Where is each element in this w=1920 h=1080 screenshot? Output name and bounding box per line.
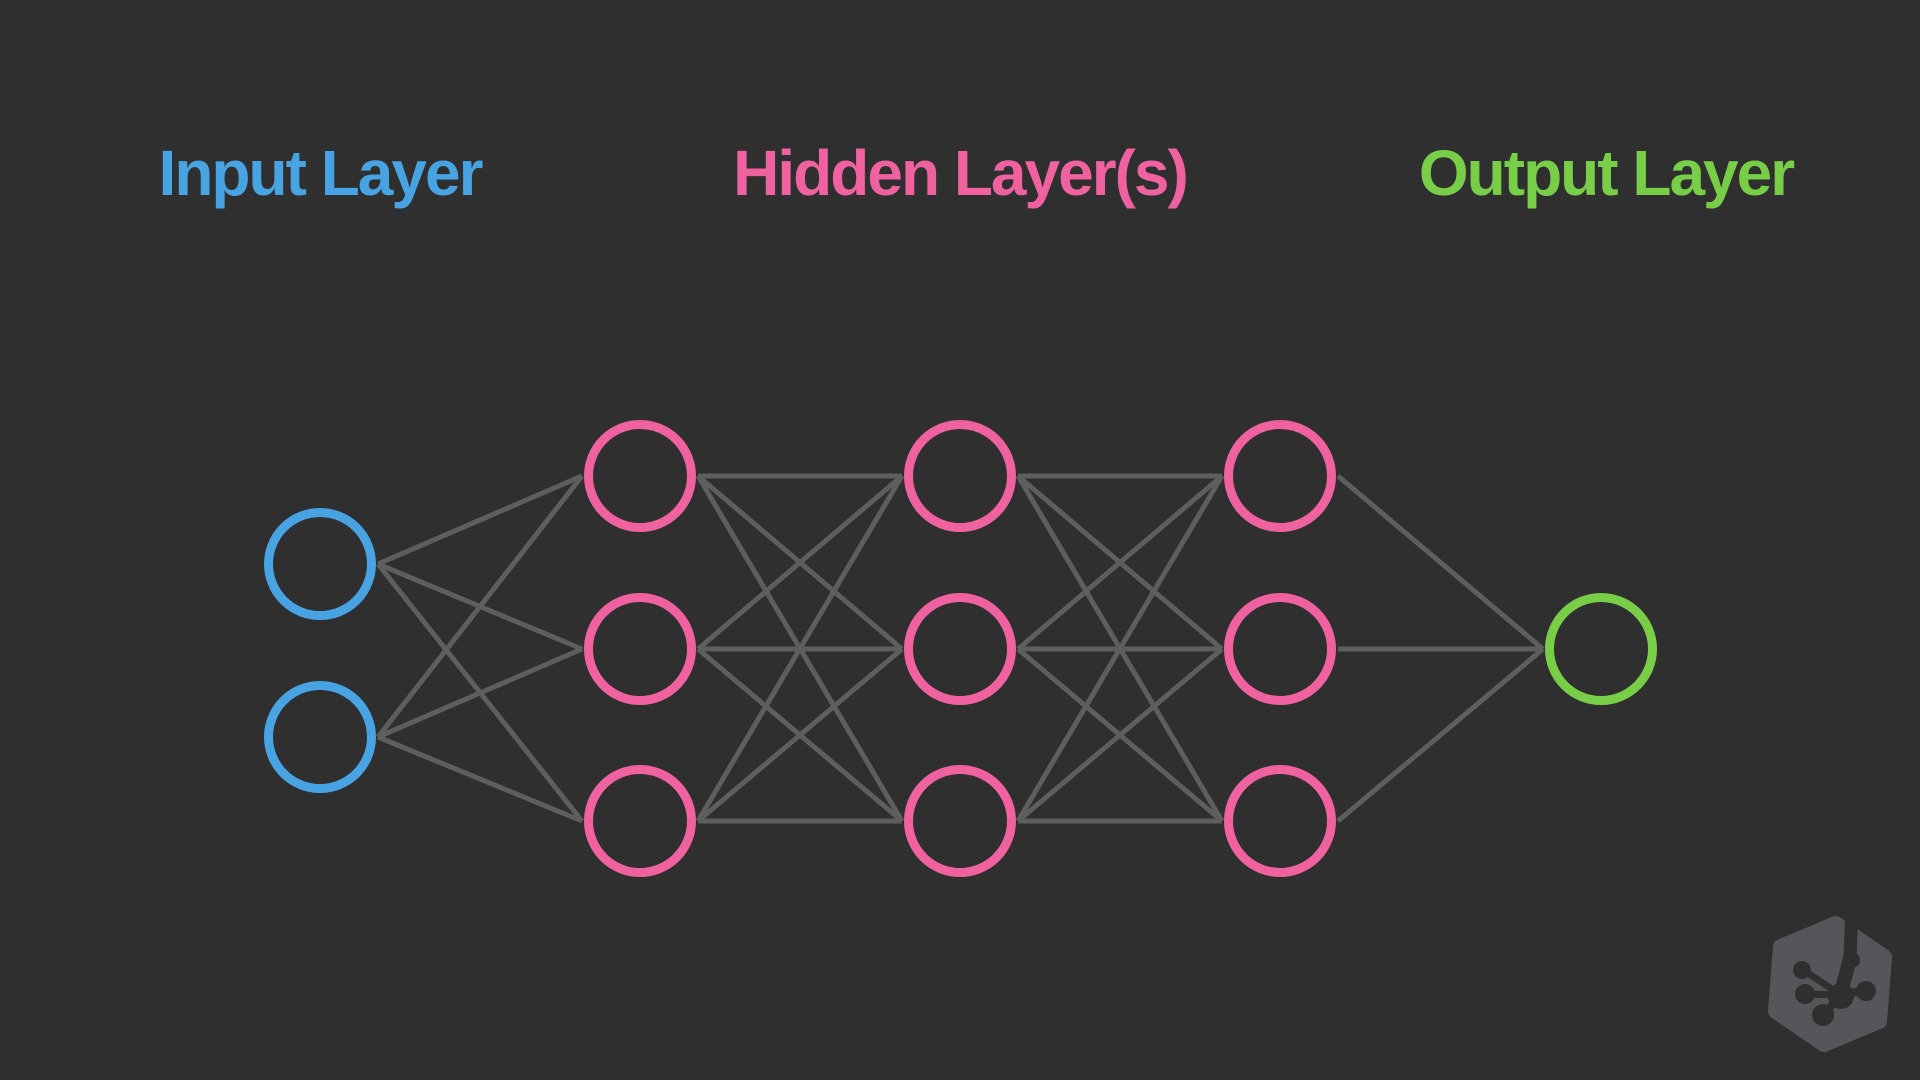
hidden-1-node-2 — [584, 593, 696, 705]
output-node-1 — [1545, 593, 1657, 705]
hidden-2-node-3 — [904, 765, 1016, 877]
frog-foot-logo-icon — [1768, 908, 1892, 1052]
edge-input-to-hidden-1 — [376, 474, 584, 739]
hidden-1-node-3 — [584, 765, 696, 877]
edge-input-to-hidden-1 — [377, 646, 583, 740]
edge-hidden-3-to-output — [1336, 474, 1545, 651]
hidden-layer-label: Hidden Layer(s) — [733, 137, 1189, 209]
hidden-3-node-1 — [1224, 420, 1336, 532]
input-node-1 — [264, 508, 376, 620]
hidden-1-node-1 — [584, 420, 696, 532]
edge-hidden-2-to-hidden-3 — [1015, 474, 1225, 823]
edge-input-to-hidden-1 — [377, 734, 583, 824]
edge-hidden-2-to-hidden-3 — [1016, 474, 1224, 651]
edge-input-to-hidden-1 — [377, 473, 583, 567]
edge-hidden-1-to-hidden-2 — [696, 647, 904, 823]
hidden-2-node-2 — [904, 593, 1016, 705]
hidden-2-node-1 — [904, 420, 1016, 532]
input-layer-label: Input Layer — [158, 137, 484, 209]
neuron-nodes — [264, 420, 1657, 877]
output-layer-label: Output Layer — [1418, 137, 1795, 209]
edge-hidden-3-to-output — [1336, 647, 1545, 823]
edge-hidden-1-to-hidden-2 — [696, 474, 904, 651]
connection-edges — [376, 473, 1545, 824]
hidden-3-node-3 — [1224, 765, 1336, 877]
hidden-3-node-2 — [1224, 593, 1336, 705]
edge-hidden-1-to-hidden-2 — [695, 474, 905, 823]
input-node-2 — [264, 681, 376, 793]
edge-hidden-2-to-hidden-3 — [1016, 647, 1224, 823]
